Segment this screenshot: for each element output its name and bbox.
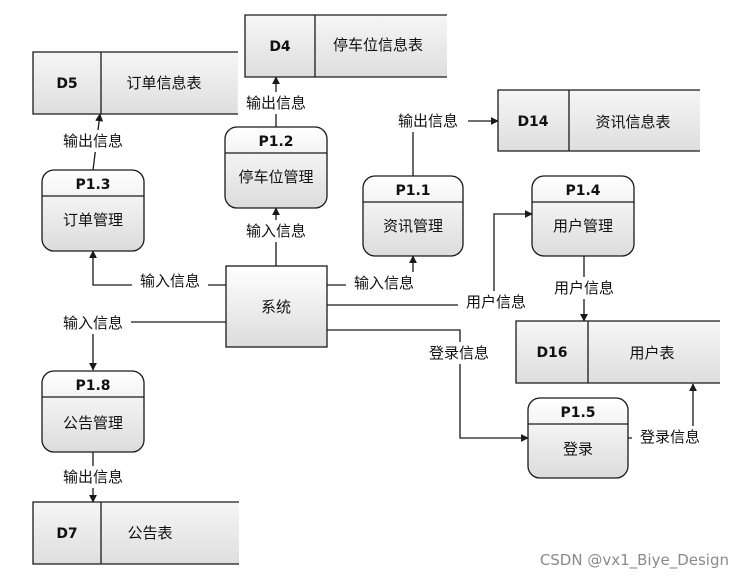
system-node: 系统 (225, 265, 328, 348)
flow-labels: 输入信息 输出信息 输入信息 输出信息 输入信息 输出信息 用户信息 用户信息 … (55, 92, 708, 488)
watermark: CSDN @vx1_Biye_Design (540, 551, 729, 570)
label-p12-to-d4: 输出信息 (246, 94, 306, 112)
label-p13-to-d5: 输出信息 (63, 132, 123, 150)
label-p14-to-d16: 用户信息 (554, 279, 614, 297)
process-id-p13: P1.3 (75, 177, 110, 193)
store-name-d7: 公告表 (127, 524, 172, 542)
process-name-p12: 停车位管理 (238, 168, 313, 186)
store-id-d14: D14 (517, 114, 548, 130)
label-sys-to-p13: 输入信息 (140, 272, 200, 290)
process-id-p11: P1.1 (395, 183, 430, 199)
data-store-d14: D14 资讯信息表 (497, 89, 700, 152)
process-p14: P1.4 用户管理 (531, 175, 635, 257)
flow-sys-to-p15 (327, 329, 529, 442)
label-sys-to-p15: 登录信息 (429, 344, 489, 362)
process-p13: P1.3 订单管理 (41, 169, 145, 252)
label-sys-to-p11: 输入信息 (354, 274, 414, 292)
process-name-p11: 资讯管理 (383, 217, 443, 235)
process-id-p14: P1.4 (565, 183, 600, 199)
data-store-d4: D4 停车位信息表 (244, 14, 447, 78)
process-name-p14: 用户管理 (553, 217, 613, 235)
process-p15: P1.5 登录 (527, 397, 629, 479)
store-id-d4: D4 (269, 39, 291, 55)
store-name-d14: 资讯信息表 (595, 113, 670, 131)
process-p18: P1.8 公告管理 (41, 370, 145, 453)
label-p18-to-d7: 输出信息 (63, 468, 123, 486)
data-store-d5: D5 订单信息表 (32, 51, 239, 115)
process-id-p12: P1.2 (258, 134, 293, 150)
process-p12: P1.2 停车位管理 (224, 126, 328, 209)
data-store-d16: D16 用户表 (515, 320, 720, 384)
label-sys-to-p12: 输入信息 (246, 222, 306, 240)
process-name-p13: 订单管理 (63, 211, 123, 229)
process-p11: P1.1 资讯管理 (362, 175, 464, 257)
store-id-d5: D5 (56, 76, 77, 92)
data-store-d7: D7 公告表 (32, 501, 239, 565)
label-p11-to-d14: 输出信息 (398, 112, 458, 130)
label-p15-to-d16: 登录信息 (640, 428, 700, 446)
flow-sys-to-p14 (327, 210, 533, 306)
process-id-p18: P1.8 (75, 378, 110, 394)
label-sys-to-p14: 用户信息 (466, 293, 526, 311)
store-id-d7: D7 (56, 526, 77, 542)
store-name-d16: 用户表 (629, 344, 674, 362)
store-name-d5: 订单信息表 (126, 74, 201, 92)
process-id-p15: P1.5 (560, 405, 595, 421)
process-name-p15: 登录 (563, 440, 593, 458)
system-label: 系统 (261, 298, 291, 316)
store-id-d16: D16 (536, 345, 567, 361)
label-sys-to-p18: 输入信息 (63, 314, 123, 332)
process-name-p18: 公告管理 (63, 414, 123, 432)
store-name-d4: 停车位信息表 (333, 36, 423, 54)
